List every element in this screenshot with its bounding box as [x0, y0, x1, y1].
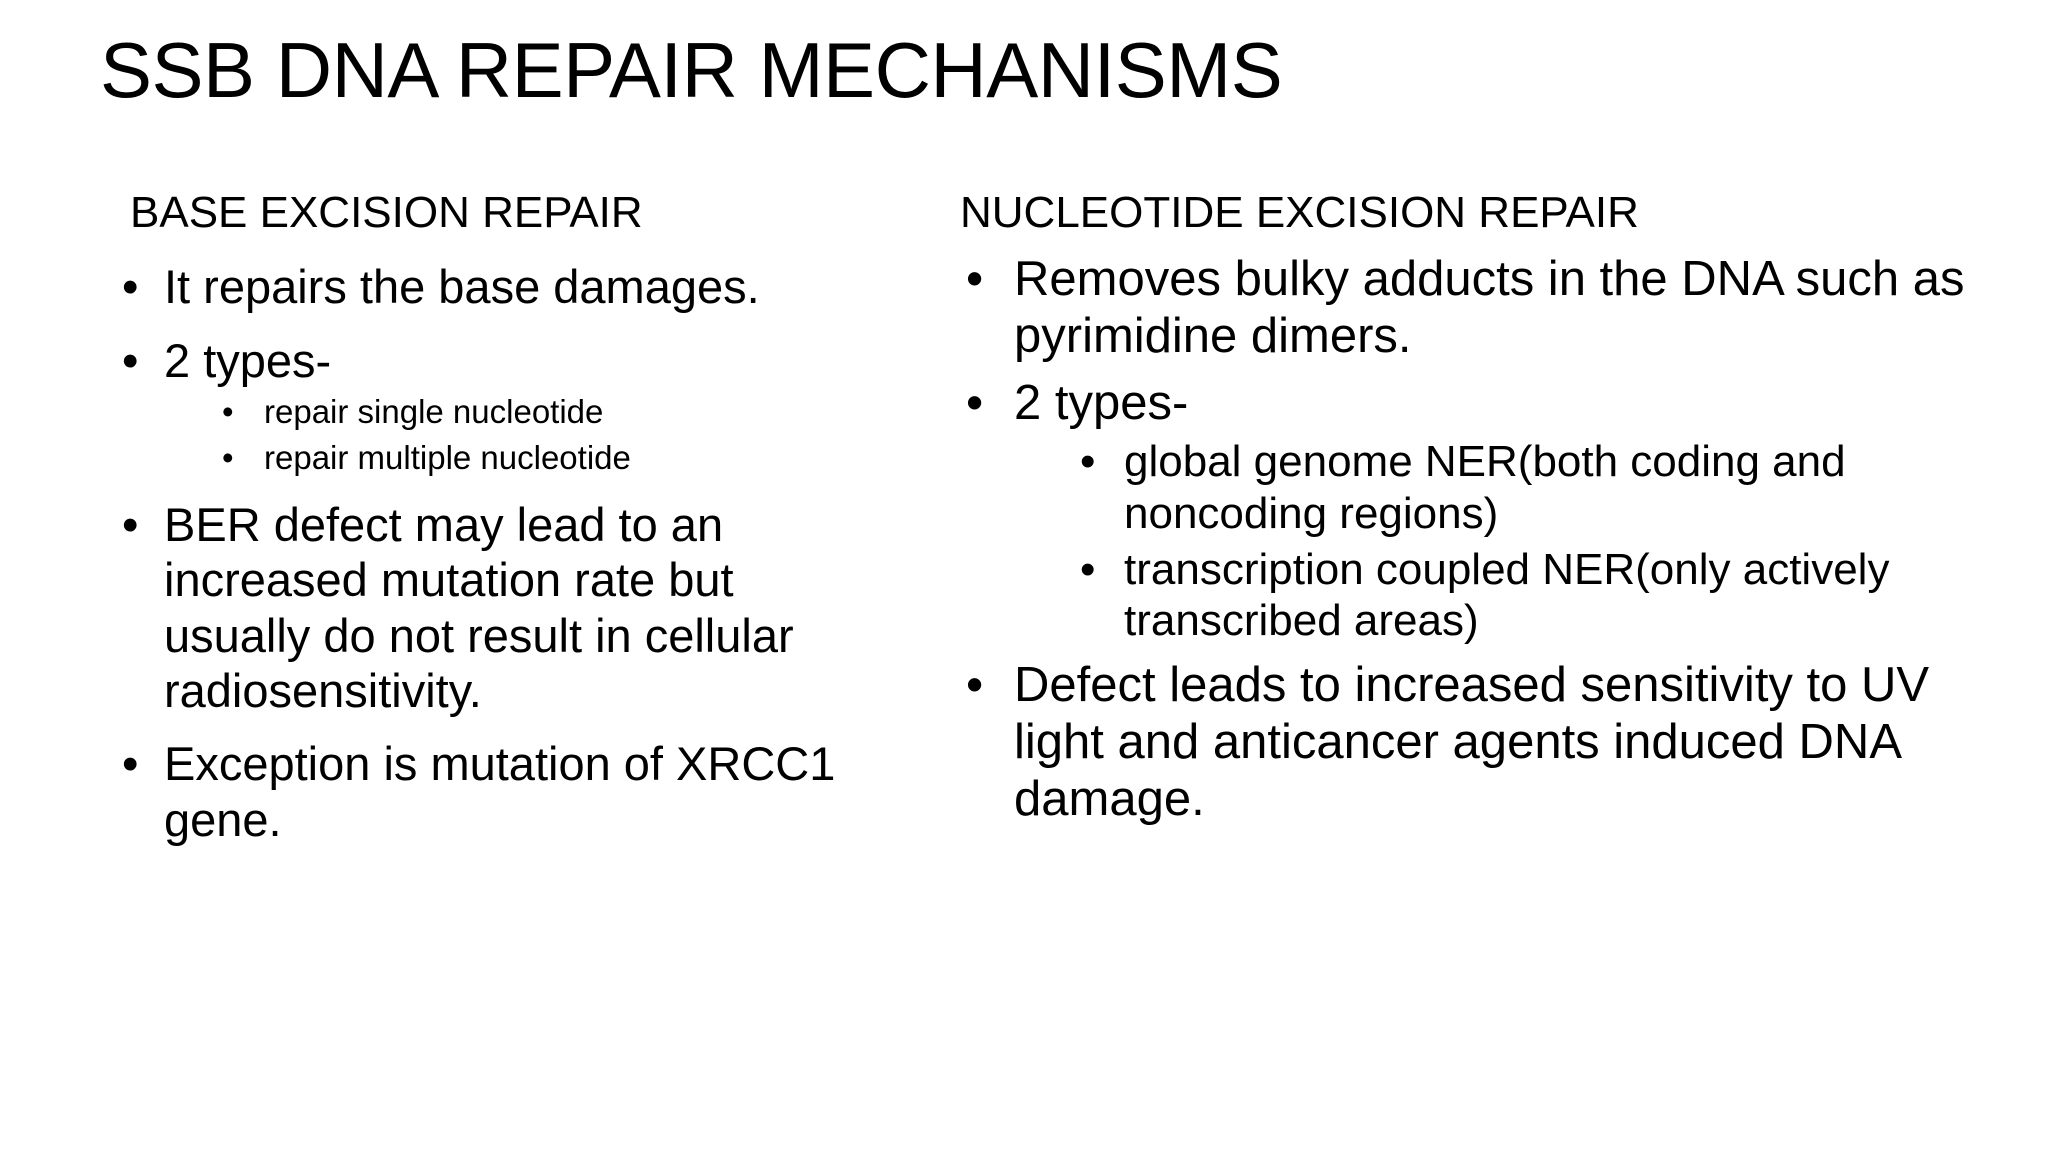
sub-bullet-text: global genome NER(both coding and noncod…	[1124, 436, 1846, 538]
bullet-dot-icon: •	[966, 658, 984, 713]
bullet-dot-icon: •	[122, 333, 139, 387]
bullet-text: 2 types-	[164, 333, 332, 387]
bullet-dot-icon: •	[222, 439, 234, 477]
sub-bullet-item: • repair multiple nucleotide	[216, 438, 848, 478]
left-column-heading: BASE EXCISION REPAIR	[130, 188, 643, 237]
bullet-dot-icon: •	[1080, 544, 1096, 594]
bullet-dot-icon: •	[122, 497, 139, 551]
sub-bullet-text: repair single nucleotide	[264, 393, 604, 431]
bullet-text: 2 types-	[1014, 375, 1189, 430]
bullet-dot-icon: •	[122, 737, 139, 791]
bullet-text: BER defect may lead to an increased muta…	[164, 497, 794, 718]
sub-bullet-item: • global genome NER(both coding and nonc…	[1072, 436, 1970, 540]
bullet-item: • 2 types- • global genome NER(both codi…	[960, 375, 1970, 647]
bullet-dot-icon: •	[966, 375, 984, 430]
right-column-heading: NUCLEOTIDE EXCISION REPAIR	[960, 188, 1639, 237]
sub-bullet-text: repair multiple nucleotide	[264, 439, 631, 477]
bullet-item: • Removes bulky adducts in the DNA such …	[960, 251, 1970, 365]
slide-title: SSB DNA REPAIR MECHANISMS	[100, 26, 1283, 114]
bullet-dot-icon: •	[122, 260, 139, 314]
sub-bullet-item: • transcription coupled NER(only activel…	[1072, 544, 1970, 648]
right-content-column: NUCLEOTIDE EXCISION REPAIR • Removes bul…	[960, 188, 1970, 838]
left-content-column: BASE EXCISION REPAIR • It repairs the ba…	[118, 188, 848, 865]
bullet-text: Exception is mutation of XRCC1 gene.	[164, 737, 836, 846]
bullet-dot-icon: •	[1080, 436, 1096, 486]
sub-bullet-item: • repair single nucleotide	[216, 392, 848, 432]
bullet-item: • Defect leads to increased sensitivity …	[960, 657, 1970, 827]
bullet-dot-icon: •	[966, 252, 984, 307]
right-sub-bullet-list: • global genome NER(both coding and nonc…	[1014, 436, 1970, 648]
bullet-item: • It repairs the base damages.	[118, 259, 848, 314]
bullet-text: Removes bulky adducts in the DNA such as…	[1014, 252, 1965, 364]
bullet-item: • Exception is mutation of XRCC1 gene.	[118, 736, 848, 847]
bullet-dot-icon: •	[222, 393, 234, 431]
bullet-item: • BER defect may lead to an increased mu…	[118, 497, 848, 719]
bullet-text: Defect leads to increased sensitivity to…	[1014, 658, 1930, 827]
sub-bullet-text: transcription coupled NER(only actively …	[1124, 544, 1890, 646]
left-sub-bullet-list: • repair single nucleotide • repair mult…	[164, 392, 848, 479]
bullet-text: It repairs the base damages.	[164, 260, 760, 314]
bullet-item: • 2 types- • repair single nucleotide • …	[118, 333, 848, 479]
right-bullet-list: • Removes bulky adducts in the DNA such …	[960, 251, 1970, 828]
left-bullet-list: • It repairs the base damages. • 2 types…	[118, 259, 848, 847]
